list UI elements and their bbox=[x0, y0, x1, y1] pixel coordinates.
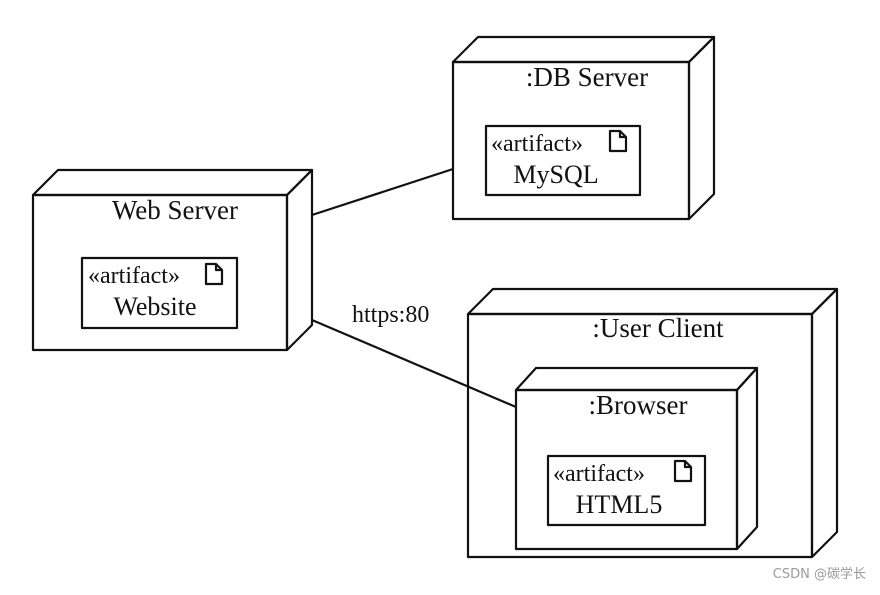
node-browser-top bbox=[514, 366, 759, 392]
node-user-client-side bbox=[810, 287, 839, 559]
connection-web-browser bbox=[311, 318, 517, 409]
node-db-server-side bbox=[687, 35, 716, 221]
node-browser-side bbox=[735, 366, 759, 551]
node-db-server bbox=[451, 35, 716, 221]
node-web-server bbox=[31, 168, 314, 352]
artifact-website-name: Website bbox=[113, 292, 196, 321]
node-web-server-top bbox=[31, 168, 314, 197]
artifact-html5-name: HTML5 bbox=[576, 490, 663, 519]
artifact-mysql-stereotype: «artifact» bbox=[491, 131, 583, 157]
node-db-server-top bbox=[451, 35, 716, 64]
artifact-document-icon bbox=[608, 129, 628, 153]
artifact-document-icon bbox=[673, 459, 693, 483]
node-browser bbox=[514, 366, 759, 551]
connection-label-https: https:80 bbox=[352, 302, 429, 328]
node-web-server-side bbox=[285, 168, 314, 352]
artifact-document-icon bbox=[204, 262, 224, 286]
node-user-client-top bbox=[466, 287, 839, 316]
node-user-client-title: :User Client bbox=[592, 313, 724, 343]
node-browser-title: :Browser bbox=[589, 390, 688, 420]
artifact-html5-stereotype: «artifact» bbox=[553, 461, 645, 487]
artifact-mysql-box bbox=[484, 124, 642, 197]
artifact-mysql-name: MySQL bbox=[513, 160, 598, 189]
node-user-client-front bbox=[466, 312, 814, 559]
node-web-server-title: Web Server bbox=[112, 195, 238, 225]
artifact-website-box bbox=[80, 256, 239, 330]
node-db-server-title: :DB Server bbox=[526, 62, 648, 92]
artifact-html5-box bbox=[546, 454, 707, 527]
artifact-website-stereotype: «artifact» bbox=[88, 263, 180, 289]
watermark-text: CSDN @碳学长 bbox=[772, 567, 866, 582]
connection-web-db bbox=[311, 167, 454, 217]
node-user-client bbox=[466, 287, 839, 559]
